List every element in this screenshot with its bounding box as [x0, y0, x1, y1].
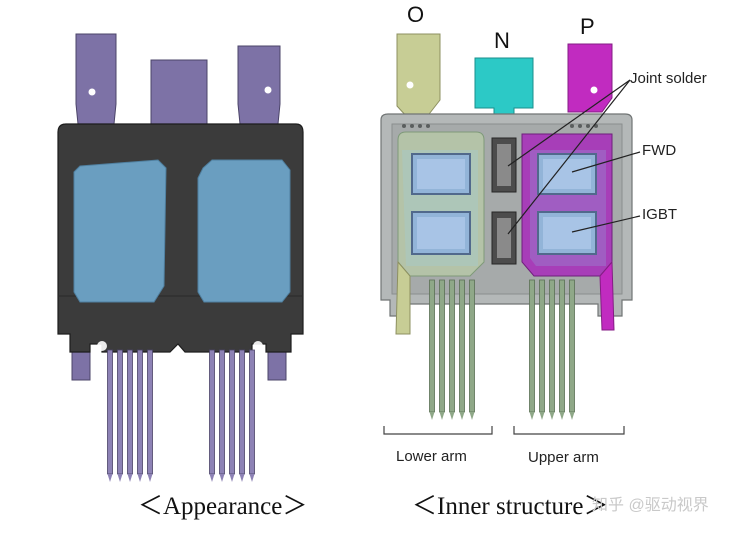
inner-structure-view [380, 33, 641, 435]
joint-solder-label: Joint solder [630, 70, 707, 87]
signal-pin [559, 279, 565, 413]
signal-pin-tip [249, 474, 255, 482]
signal-pin [469, 279, 475, 413]
signal-pin-tip [117, 474, 123, 482]
signal-pin [429, 279, 435, 413]
fwd-label: FWD [642, 142, 677, 159]
signal-pin-tip [429, 412, 435, 420]
signal-pin [249, 349, 255, 475]
lower-arm-label: Lower arm [396, 448, 467, 465]
signal-pin [439, 279, 445, 413]
signal-pin [229, 349, 235, 475]
signal-pin [539, 279, 545, 413]
appearance-left-window [73, 159, 167, 303]
signal-pin [137, 349, 143, 475]
signal-pin-tip [147, 474, 153, 482]
inner-signal-pins [429, 279, 575, 420]
watermark: 知乎 @驱动视界 [592, 497, 709, 514]
appearance-caption: ＜Appearance＞ [138, 493, 308, 520]
signal-pin-tip [459, 412, 465, 420]
signal-pin-tip [239, 474, 245, 482]
signal-pin [219, 349, 225, 475]
p-terminal [567, 43, 613, 113]
inner-chips [411, 153, 597, 255]
appearance-view [57, 33, 304, 482]
inner-structure-caption: ＜Inner structure＞ [412, 493, 609, 520]
signal-pin [107, 349, 113, 475]
signal-pin [569, 279, 575, 413]
signal-pin-tip [439, 412, 445, 420]
signal-pin-tip [209, 474, 215, 482]
p-terminal-label: P [580, 14, 595, 39]
signal-pin-tip [559, 412, 565, 420]
signal-pin [529, 279, 535, 413]
signal-pin [449, 279, 455, 413]
signal-pin [239, 349, 245, 475]
callout-leader-lines [507, 79, 641, 235]
signal-pin-tip [529, 412, 535, 420]
signal-pin-tip [229, 474, 235, 482]
igbt-label: IGBT [642, 206, 678, 223]
signal-pin [209, 349, 215, 475]
signal-pin [117, 349, 123, 475]
upper-arm-label: Upper arm [528, 449, 599, 466]
signal-pin-tip [569, 412, 575, 420]
signal-pin-tip [469, 412, 475, 420]
appearance-signal-pins [107, 349, 255, 482]
n-terminal-label: N [494, 28, 510, 53]
joint-solder-points [491, 137, 517, 265]
signal-pin-tip [127, 474, 133, 482]
signal-pin-tip [219, 474, 225, 482]
signal-pin-tip [539, 412, 545, 420]
signal-pin [127, 349, 133, 475]
signal-pin-tip [107, 474, 113, 482]
o-terminal-label: O [407, 2, 425, 27]
appearance-right-window [197, 159, 291, 303]
signal-pin-tip [549, 412, 555, 420]
signal-pin [147, 349, 153, 475]
signal-pin-tip [449, 412, 455, 420]
appearance-top-terminals [75, 33, 281, 127]
arm-brackets [383, 426, 625, 435]
signal-pin [549, 279, 555, 413]
signal-pin-tip [137, 474, 143, 482]
signal-pin [459, 279, 465, 413]
